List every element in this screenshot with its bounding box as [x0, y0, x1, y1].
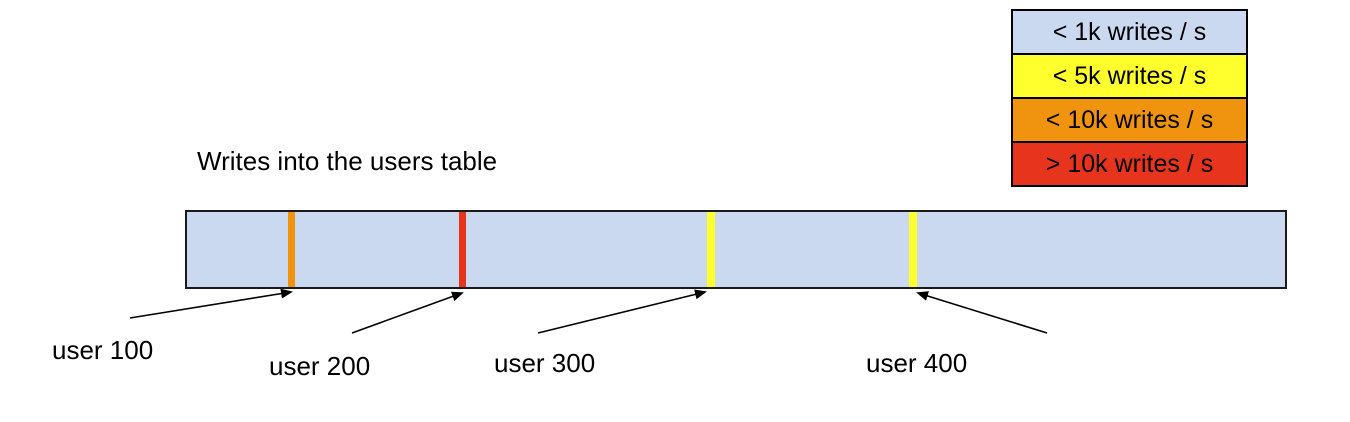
marker-user-400	[909, 212, 917, 287]
users-table-bar	[185, 210, 1287, 289]
legend-item-lt-10k: < 10k writes / s	[1013, 97, 1246, 141]
arrow-user-400	[916, 291, 1048, 334]
label-user-400: user 400	[866, 348, 968, 378]
marker-user-100	[288, 212, 295, 287]
label-user-200: user 200	[269, 351, 371, 381]
label-user-300: user 300	[494, 348, 596, 378]
arrow-user-300	[537, 289, 707, 334]
legend-item-lt-10k-label: < 10k writes / s	[1045, 105, 1214, 134]
legend-item-lt-1k-label: < 1k writes / s	[1052, 17, 1207, 46]
marker-user-200	[459, 212, 466, 287]
legend-item-lt-1k: < 1k writes / s	[1013, 11, 1246, 53]
label-user-100: user 100	[52, 335, 154, 365]
arrow-user-200	[351, 291, 464, 334]
legend-item-lt-5k: < 5k writes / s	[1013, 53, 1246, 97]
arrow-user-100	[129, 288, 293, 319]
legend: < 1k writes / s < 5k writes / s < 10k wr…	[1011, 9, 1248, 187]
legend-item-gt-10k-label: > 10k writes / s	[1045, 149, 1214, 178]
diagram-title: Writes into the users table	[197, 146, 498, 176]
legend-item-lt-5k-label: < 5k writes / s	[1052, 61, 1207, 90]
marker-user-300	[707, 212, 715, 287]
legend-item-gt-10k: > 10k writes / s	[1013, 141, 1246, 185]
